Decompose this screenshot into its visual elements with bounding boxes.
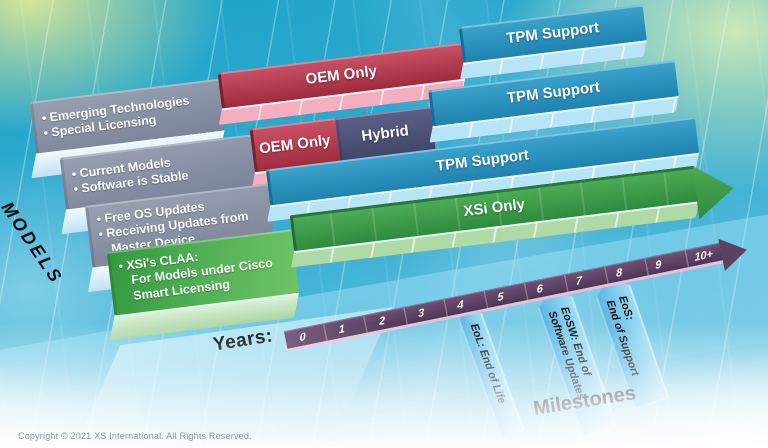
year-tick: 3 bbox=[417, 306, 425, 320]
bar-text: TPM Support bbox=[505, 18, 601, 48]
bar-text: OEM Only bbox=[304, 62, 378, 88]
bar-text: Hybrid bbox=[360, 122, 410, 145]
bar-text: TPM Support bbox=[506, 78, 601, 107]
year-tick: 10+ bbox=[694, 247, 714, 264]
year-tick: 6 bbox=[536, 282, 543, 296]
year-tick: 5 bbox=[496, 290, 504, 304]
year-tick: 2 bbox=[378, 314, 385, 328]
bar-text: XSi Only bbox=[462, 195, 526, 221]
year-tick: 7 bbox=[575, 274, 583, 288]
bar-text: TPM Support bbox=[435, 146, 530, 175]
year-tick: 9 bbox=[655, 258, 662, 272]
year-tick: 8 bbox=[615, 266, 622, 280]
year-tick: 0 bbox=[299, 330, 306, 344]
copyright-text: Copyright © 2021 XS International. All R… bbox=[18, 431, 252, 441]
year-tick: 4 bbox=[457, 298, 464, 312]
year-tick: 1 bbox=[338, 322, 346, 336]
bar-text: OEM Only bbox=[258, 131, 332, 158]
